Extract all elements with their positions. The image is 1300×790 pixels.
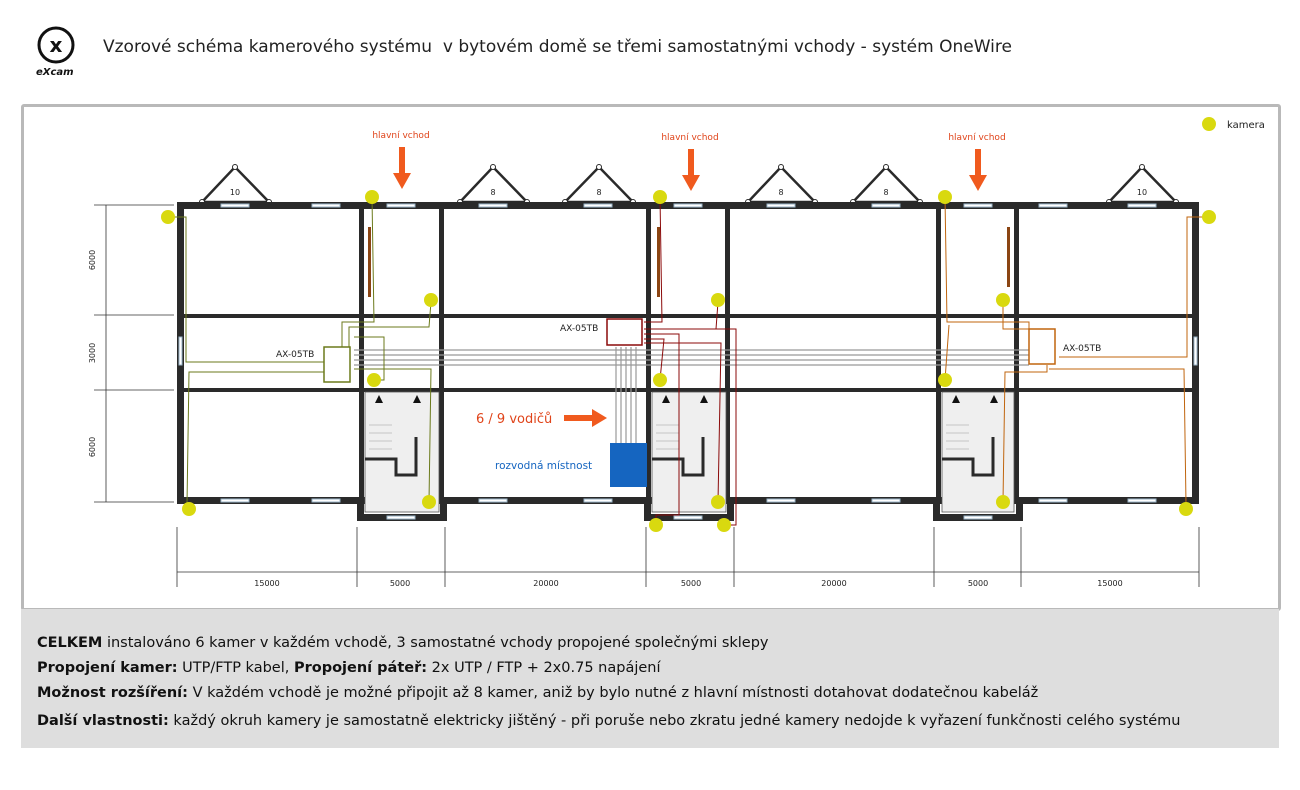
vertical-dimensions (94, 204, 174, 503)
page-title: Vzorové schéma kamerového systému v byto… (103, 37, 1012, 57)
dim-vertical-1: 6000 (88, 250, 97, 270)
stair-treads (369, 424, 969, 450)
camera (649, 518, 663, 532)
dim-vertical-2: 3000 (88, 343, 97, 363)
entrance-label-1: hlavní vchod (372, 131, 429, 141)
gable-label-2: 8 (490, 188, 495, 197)
gable-label-5: 8 (883, 188, 888, 197)
diagram-frame: kamera hlavní vchod hlavní vchod hlavní … (21, 104, 1281, 611)
svg-text:x: x (50, 33, 63, 57)
camera (161, 210, 175, 224)
dim-horizontal-7: 15000 (1097, 579, 1122, 588)
switch-label-left: AX-05TB (276, 350, 314, 360)
camera (938, 190, 952, 204)
wires-arrow (564, 409, 607, 427)
switch-box-left (323, 346, 351, 383)
cameras (161, 190, 1216, 532)
info-line-3: Možnost rozšíření: V každém vchodě je mo… (37, 685, 1039, 701)
wires-label: 6 / 9 vodičů (476, 412, 552, 427)
dim-horizontal-6: 5000 (968, 579, 988, 588)
camera (711, 293, 725, 307)
camera (653, 373, 667, 387)
logo-text: eXcam (36, 67, 74, 78)
camera (1179, 502, 1193, 516)
dim-horizontal-1: 15000 (254, 579, 279, 588)
backbone-cables (354, 347, 1029, 443)
info-panel: CELKEM instalováno 6 kamer v každém vcho… (21, 609, 1279, 748)
gable-label-4: 8 (778, 188, 783, 197)
stair-arrows (375, 395, 998, 403)
camera (653, 190, 667, 204)
olive-cables (164, 196, 432, 505)
stair-lines (365, 437, 995, 477)
server-room (610, 443, 647, 487)
entrance-marker-3: hlavní vchod (948, 133, 1006, 191)
camera (424, 293, 438, 307)
switch-box-right (1028, 328, 1056, 365)
camera (182, 502, 196, 516)
gable-label-6: 10 (1137, 188, 1147, 197)
entrance-marker-2: hlavní vchod (661, 133, 719, 191)
server-room-label: rozvodná místnost (495, 460, 592, 472)
entrance-label-3: hlavní vchod (948, 133, 1005, 143)
camera (996, 495, 1010, 509)
horizontal-dimensions (176, 527, 1200, 587)
dim-vertical-3: 6000 (88, 437, 97, 457)
camera (938, 373, 952, 387)
entrance-marker-1: hlavní vchod (372, 131, 430, 189)
switch-label-center: AX-05TB (560, 324, 598, 334)
camera (422, 495, 436, 509)
switch-label-right: AX-05TB (1063, 344, 1101, 354)
staircases (364, 391, 1015, 513)
door-panels (368, 227, 1010, 297)
dim-horizontal-3: 20000 (533, 579, 558, 588)
camera (996, 293, 1010, 307)
windows (178, 203, 1198, 520)
info-line-2: Propojení kamer: UTP/FTP kabel, Propojen… (37, 660, 661, 676)
legend-camera-icon (1202, 117, 1216, 131)
excam-logo: x eXcam (36, 26, 75, 78)
camera (711, 495, 725, 509)
camera (1202, 210, 1216, 224)
switch-box-center (606, 318, 643, 346)
info-line-1: CELKEM instalováno 6 kamer v každém vcho… (37, 635, 769, 651)
floor-plan-diagram: kamera hlavní vchod hlavní vchod hlavní … (88, 117, 1265, 588)
info-line-4: Další vlastnosti: každý okruh kamery je … (37, 713, 1181, 729)
dim-horizontal-4: 5000 (681, 579, 701, 588)
dim-horizontal-2: 5000 (390, 579, 410, 588)
camera (717, 518, 731, 532)
legend-label: kamera (1227, 120, 1265, 131)
gable-label-1: 10 (230, 188, 240, 197)
camera (365, 190, 379, 204)
entrance-label-2: hlavní vchod (661, 133, 718, 143)
camera (367, 373, 381, 387)
gable-label-3: 8 (596, 188, 601, 197)
dim-horizontal-5: 20000 (821, 579, 846, 588)
